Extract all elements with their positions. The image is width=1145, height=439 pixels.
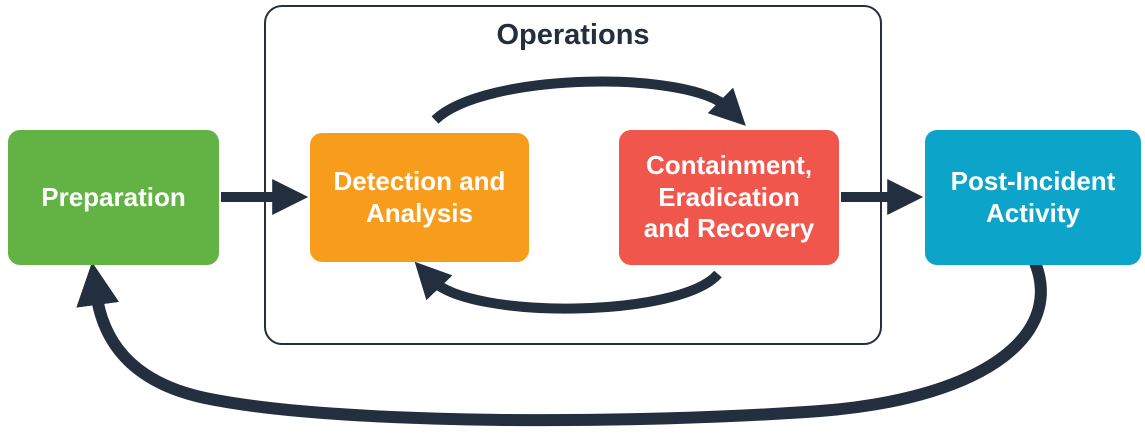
- stage-detection-and-analysis: Detection and Analysis: [310, 133, 529, 262]
- stage-preparation: Preparation: [8, 130, 219, 265]
- stage-containment-label-line2: Eradication: [658, 181, 800, 212]
- stage-post-incident-label-line1: Post-Incident: [950, 165, 1116, 196]
- stage-containment-label-line3: and Recovery: [643, 213, 815, 244]
- operations-label: Operations: [496, 19, 650, 51]
- stage-containment-eradication-recovery: Containment, Eradication and Recovery: [619, 130, 839, 265]
- stage-containment-label-line1: Containment,: [645, 149, 813, 180]
- stage-post-incident-activity: Post-Incident Activity: [925, 130, 1141, 265]
- stage-detection-label-line1: Detection and: [333, 165, 506, 196]
- stage-post-incident-label-line2: Activity: [986, 197, 1080, 228]
- stage-detection-label-line2: Analysis: [366, 197, 473, 228]
- stage-preparation-label: Preparation: [41, 181, 186, 212]
